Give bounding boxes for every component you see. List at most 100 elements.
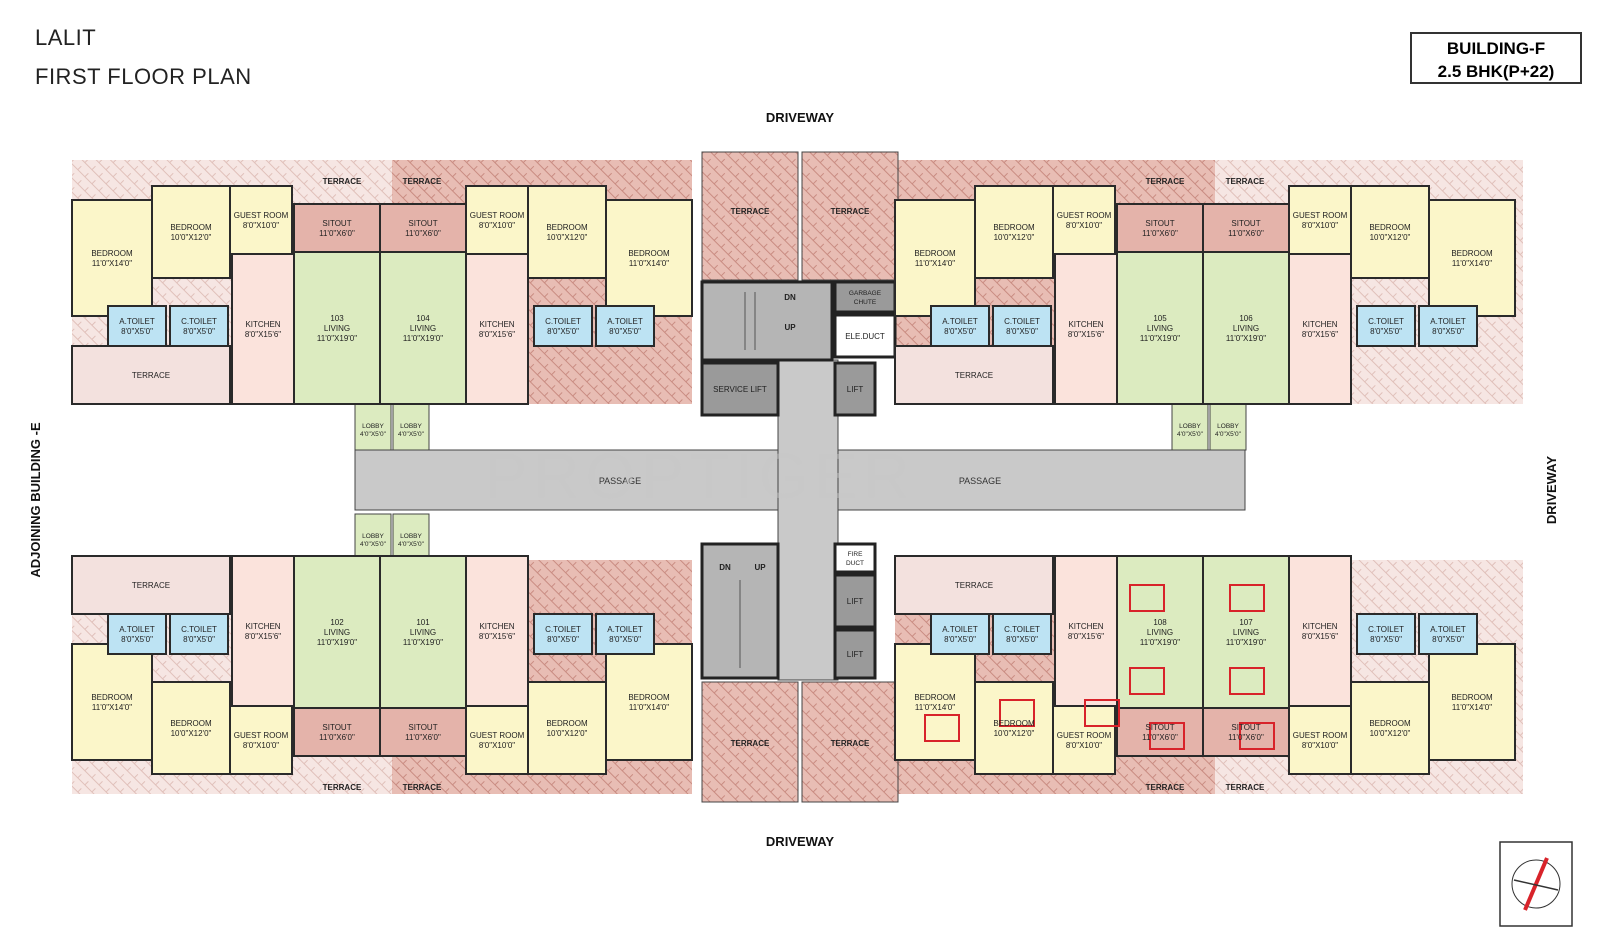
wing-nw-bedroom-b-label-1: BEDROOM <box>170 223 212 232</box>
wing-nw-sitout-b <box>379 203 467 253</box>
wing-se-terrace-label-2: TERRACE <box>1226 783 1265 792</box>
wing-nw-c-toilet-a-label-2: 8'0"X5'0" <box>183 327 215 336</box>
wing-se-a-toilet-b-label-2: 8'0"X5'0" <box>1432 635 1464 644</box>
wing-ne-a-toilet-b-label-2: 8'0"X5'0" <box>1432 327 1464 336</box>
furniture-5 <box>1149 722 1185 750</box>
wing-se-bedroom-d <box>1428 643 1516 761</box>
wing-sw-bedroom-c <box>527 681 607 775</box>
wing-ne-living-b-label-2: LIVING <box>1233 324 1259 333</box>
furniture-9 <box>1084 699 1120 727</box>
plan-title: FIRST FLOOR PLAN <box>35 64 252 89</box>
wing-se-bedroom-b-label-2: 10'0"X12'0" <box>994 729 1035 738</box>
stair-top-up: UP <box>784 323 796 332</box>
wing-nw-guest-room-a-label-1: GUEST ROOM <box>234 211 289 220</box>
wing-nw-c-toilet-b-label-1: C.TOILET <box>545 317 581 326</box>
passage-label-left: PASSAGE <box>599 476 641 486</box>
wing-ne-guest-room-a-label-1: GUEST ROOM <box>1057 211 1112 220</box>
wing-ne-sitout-a-label-1: SITOUT <box>1145 219 1174 228</box>
wing-nw-bedroom-a-label-1: BEDROOM <box>91 249 133 258</box>
wing-se-guest-room-a-label-1: GUEST ROOM <box>1057 731 1112 740</box>
lobby-label-6: LOBBY <box>400 533 422 540</box>
wing-ne-bedroom-a-label-1: BEDROOM <box>914 249 956 258</box>
wing-ne-kitchen-a-label-2: 8'0"X15'6" <box>1068 330 1104 339</box>
wing-sw-guest-room-a-label-1: GUEST ROOM <box>234 731 289 740</box>
wing-nw-bedroom-d <box>605 199 693 317</box>
wing-ne-bedroom-c-label-2: 10'0"X12'0" <box>1370 233 1411 242</box>
wing-se-bedroom-b <box>974 681 1054 775</box>
wing-ne-guest-room-a <box>1052 185 1116 255</box>
lobby-label-1: LOBBY <box>362 423 384 430</box>
lobby-dim-4: 4'0"X5'0" <box>1215 431 1242 438</box>
terrace-bottom-left-label: TERRACE <box>731 739 770 748</box>
wing-ne-sitout-b-label-2: 11'0"X6'0" <box>1228 229 1264 238</box>
lobby-dim-2: 4'0"X5'0" <box>398 431 425 438</box>
lobby-103 <box>354 403 392 451</box>
wing-sw-living-b-label-3: 11'0"X19'0" <box>403 638 443 647</box>
wing-sw-bedroom-c-label-2: 10'0"X12'0" <box>547 729 588 738</box>
wing-ne-bedroom-d-label-2: 11'0"X14'0" <box>1452 259 1492 268</box>
wing-sw-a-toilet-b <box>595 613 655 655</box>
wing-ne-bedroom-c <box>1350 185 1430 279</box>
wing-sw-terrace-label-2: TERRACE <box>403 783 442 792</box>
garbage-chute <box>833 280 897 314</box>
wing-ne-c-toilet-b <box>1356 305 1416 347</box>
wing-se-kitchen-b-label-2: 8'0"X15'6" <box>1302 632 1338 641</box>
wing-nw-kitchen-b <box>465 253 529 405</box>
wing-nw-c-toilet-a <box>169 305 229 347</box>
wing-sw-sitout-a-label-1: SITOUT <box>322 723 351 732</box>
wing-se-kitchen-a-label-2: 8'0"X15'6" <box>1068 632 1104 641</box>
wing-se-bedroom-c-label-1: BEDROOM <box>1369 719 1411 728</box>
wing-ne-living-a-label-2: LIVING <box>1147 324 1173 333</box>
wing-nw-a-toilet-b-label-1: A.TOILET <box>607 317 643 326</box>
lift-bottom-1-label: LIFT <box>847 597 864 606</box>
terrace-bottom-left <box>701 681 799 803</box>
wing-se-c-toilet-a-label-1: C.TOILET <box>1004 625 1040 634</box>
wing-nw-sitout-a-label-2: 11'0"X6'0" <box>319 229 355 238</box>
wing-sw-bedroom-b-label-1: BEDROOM <box>170 719 212 728</box>
driveway-right: DRIVEWAY <box>1544 456 1559 524</box>
wing-se-living-b-label-3: 11'0"X19'0" <box>1226 638 1266 647</box>
wing-sw-living-a-label-1: 102 <box>330 618 344 627</box>
lift-top-label: LIFT <box>847 385 864 394</box>
wing-se-a-toilet-b-label-1: A.TOILET <box>1430 625 1466 634</box>
wing-nw-kitchen-b-label-2: 8'0"X15'6" <box>479 330 515 339</box>
wing-nw-bedroom-a-label-2: 11'0"X14'0" <box>92 259 132 268</box>
wing-ne-c-toilet-a <box>992 305 1052 347</box>
wing-se-bedroom-d-label-1: BEDROOM <box>1451 693 1493 702</box>
wing-nw-bedroom-c-label-1: BEDROOM <box>546 223 588 232</box>
lobby-dim-1: 4'0"X5'0" <box>360 431 387 438</box>
wing-ne-living-a-label-3: 11'0"X19'0" <box>1140 334 1180 343</box>
wing-sw-sitout-b-label-1: SITOUT <box>408 723 437 732</box>
wing-sw-a-toilet-a <box>107 613 167 655</box>
wing-nw-guest-room-b <box>465 185 529 255</box>
project-name: LALIT <box>35 25 97 50</box>
wing-nw-a-toilet-a-label-2: 8'0"X5'0" <box>121 327 153 336</box>
wing-se-c-toilet-b-label-1: C.TOILET <box>1368 625 1404 634</box>
wing-nw-living-b-label-1: 104 <box>416 314 430 323</box>
wing-nw-living-a-label-3: 11'0"X19'0" <box>317 334 357 343</box>
wing-sw-c-toilet-a-label-1: C.TOILET <box>181 625 217 634</box>
lobby-label-3: LOBBY <box>1179 423 1201 430</box>
wing-nw-bedroom-b-label-2: 10'0"X12'0" <box>171 233 212 242</box>
stair-bottom-up: UP <box>754 563 766 572</box>
wing-sw-c-toilet-a-label-2: 8'0"X5'0" <box>183 635 215 644</box>
wing-ne-kitchen-b-label-2: 8'0"X15'6" <box>1302 330 1338 339</box>
lobby-dim-3: 4'0"X5'0" <box>1177 431 1204 438</box>
wing-sw-guest-room-b <box>465 705 529 775</box>
wing-sw-living-b-label-1: 101 <box>416 618 430 627</box>
wing-nw-sitout-b-label-2: 11'0"X6'0" <box>405 229 441 238</box>
wing-ne-terrace-label-2: TERRACE <box>1226 177 1265 186</box>
wing-nw-terrace-label-2: TERRACE <box>403 177 442 186</box>
wing-sw-bedroom-b <box>151 681 231 775</box>
lift-bottom-1 <box>833 573 877 629</box>
wing-se-kitchen-b <box>1288 555 1352 707</box>
wing-se-guest-room-b <box>1288 705 1352 775</box>
terrace-bottom-right <box>801 681 899 803</box>
wing-nw-a-toilet-b <box>595 305 655 347</box>
wing-sw-terrace-a <box>71 555 231 615</box>
wing-ne-living-b-label-3: 11'0"X19'0" <box>1226 334 1266 343</box>
wing-sw-terrace-label-1: TERRACE <box>323 783 362 792</box>
wing-ne-terrace-a-label-1: TERRACE <box>955 371 993 380</box>
wing-sw-guest-room-b-label-1: GUEST ROOM <box>470 731 525 740</box>
wing-ne-c-toilet-a-label-1: C.TOILET <box>1004 317 1040 326</box>
